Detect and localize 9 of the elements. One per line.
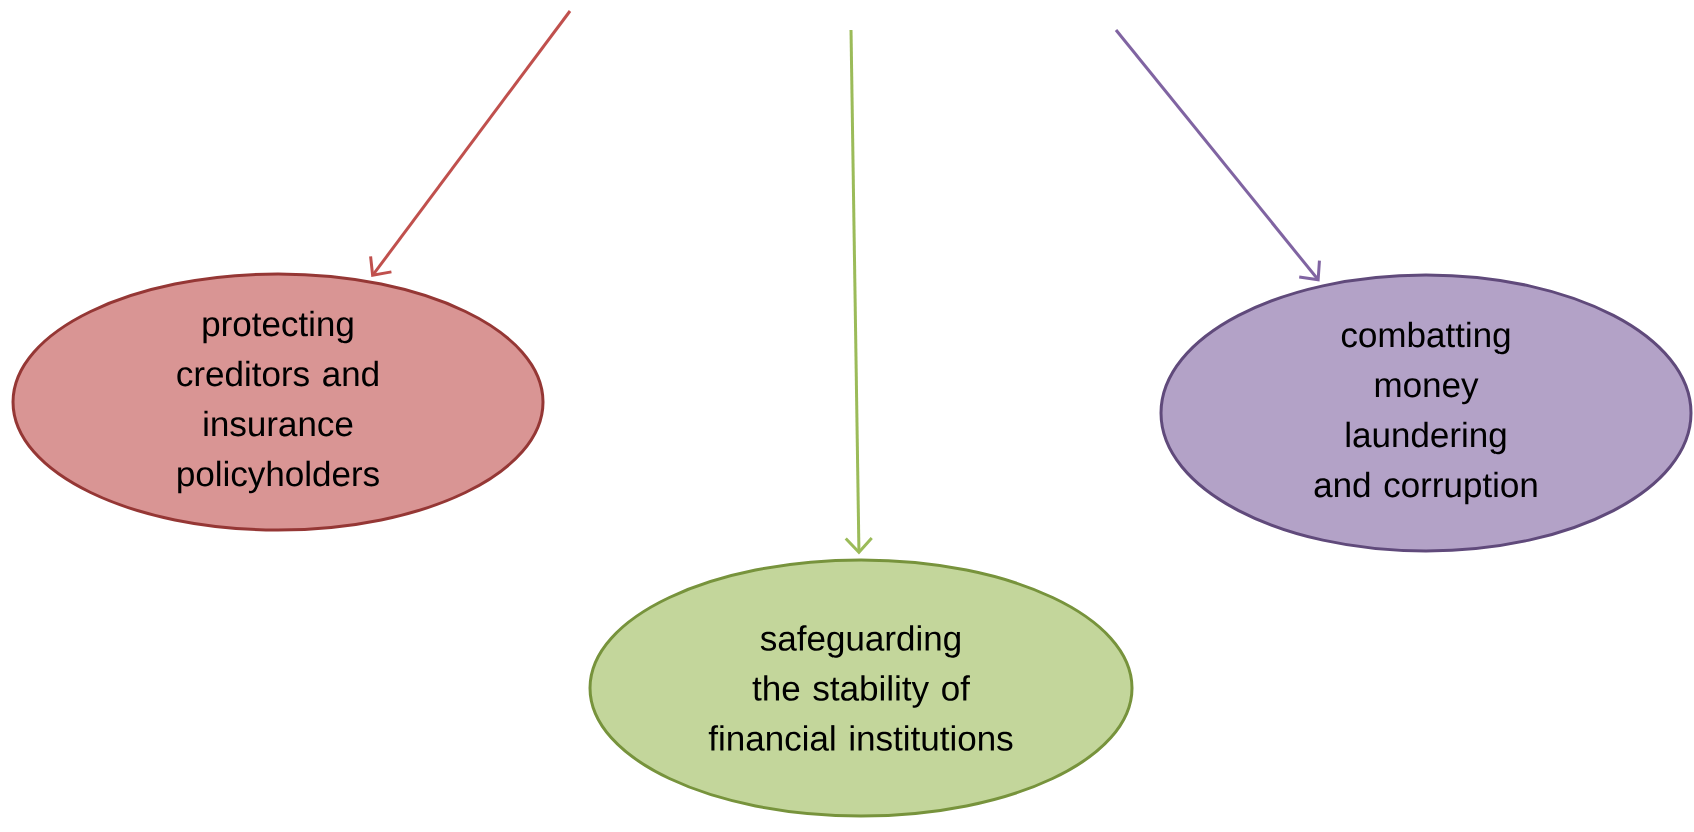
ellipse-label: protecting creditors and insurance policyholders <box>177 310 379 494</box>
ellipse-label: safeguarding the stability of financial institutions <box>708 625 1013 751</box>
ellipse-label: combatting money laundering and corruption <box>1314 321 1537 505</box>
ellipse <box>1159 273 1693 553</box>
arrow <box>844 29 873 555</box>
ellipse <box>11 272 545 532</box>
arrow <box>1114 29 1321 282</box>
ellipse <box>588 558 1134 818</box>
arrow <box>369 10 572 278</box>
